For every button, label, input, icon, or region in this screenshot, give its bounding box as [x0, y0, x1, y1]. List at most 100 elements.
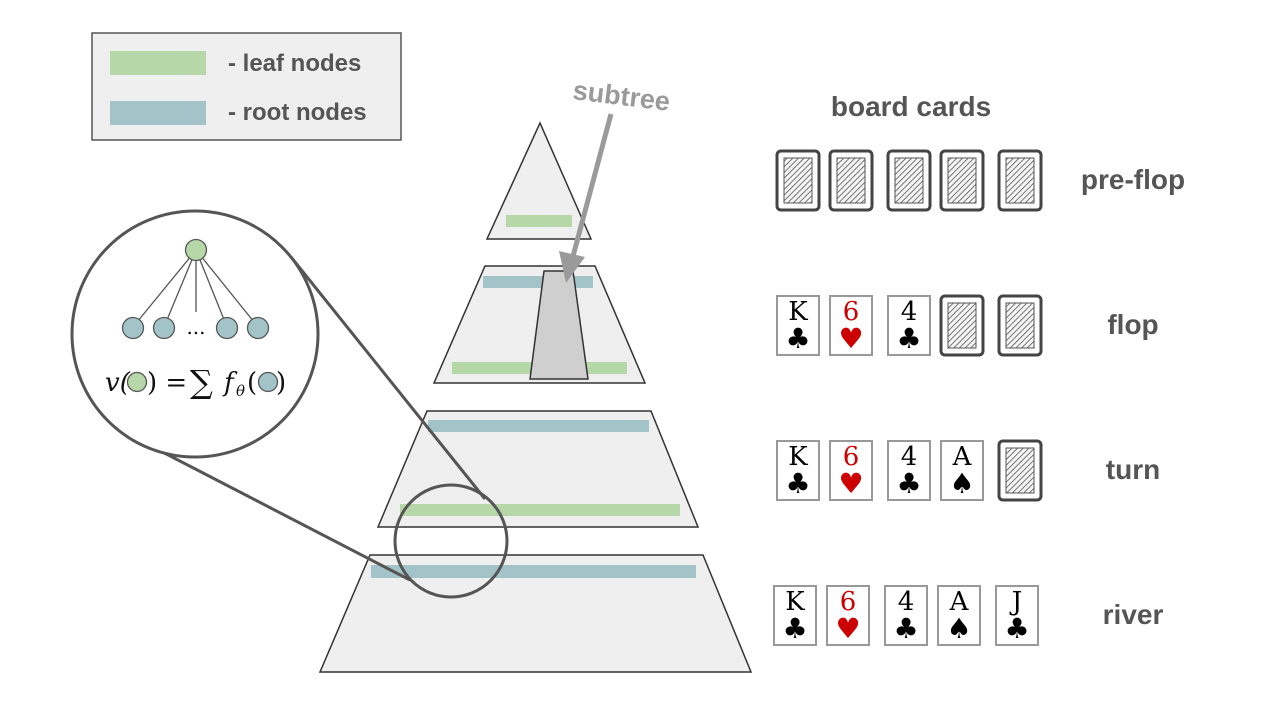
- formula-leaf-symbol: [126, 371, 148, 393]
- formula-equals: ) =: [147, 368, 187, 398]
- card-rank: 4: [901, 442, 918, 472]
- subtree-annotation: subtree: [559, 75, 672, 283]
- tree-edge: [195, 249, 228, 328]
- card-face-down: [775, 149, 821, 212]
- leaf-nodes-turn: [400, 504, 680, 516]
- card: K♣: [773, 585, 817, 646]
- tree-child-node: [152, 316, 176, 340]
- card: K♣: [776, 295, 820, 356]
- card-face-down: [886, 149, 932, 212]
- card-suit-icon: ♥: [838, 467, 863, 500]
- card-suit-icon: ♣: [1004, 612, 1029, 645]
- card-face: [887, 440, 931, 501]
- card-face: [884, 585, 928, 646]
- card-face: [776, 295, 820, 356]
- card: 6♥: [829, 295, 873, 356]
- stage-row-pre-flop: pre-flop: [775, 149, 1185, 212]
- zoom-connector-bottom: [144, 441, 411, 582]
- card-suit-icon: ♥: [835, 612, 860, 645]
- card-back-pattern: [894, 157, 924, 204]
- card-back-pattern: [947, 302, 977, 349]
- card-face: [937, 585, 981, 646]
- card: 6♥: [826, 585, 870, 646]
- card-back-pattern: [836, 157, 866, 204]
- subtree-shape: [529, 270, 589, 380]
- card-suit-icon: ♣: [785, 467, 810, 500]
- formula-lhs: v(: [105, 368, 131, 398]
- board-cards-title: board cards: [831, 91, 991, 122]
- root-nodes-flop: [483, 276, 593, 288]
- card: 4♣: [887, 440, 931, 501]
- stage-label-turn: turn: [1106, 454, 1160, 485]
- card-rank: 6: [843, 442, 860, 472]
- tier-turn: [376, 410, 700, 528]
- legend-root-label: - root nodes: [228, 99, 367, 126]
- card-suit-icon: ♣: [785, 322, 810, 355]
- card-face: [829, 295, 873, 356]
- stage-row-turn: K♣6♥4♣A♠turn: [776, 439, 1160, 502]
- stage-row-river: K♣6♥4♣A♠J♣river: [773, 585, 1163, 646]
- subtree-arrow-shaft: [569, 113, 614, 261]
- card-rank: K: [788, 297, 808, 327]
- card-rank: K: [785, 587, 805, 617]
- root-nodes-river: [371, 565, 696, 578]
- board-stages: pre-flopK♣6♥4♣flopK♣6♥4♣A♠turnK♣6♥4♣A♠J♣…: [773, 149, 1185, 646]
- card-rank: 6: [840, 587, 857, 617]
- card-face-down: [939, 149, 985, 212]
- card-suit-icon: ♣: [782, 612, 807, 645]
- card-rank: K: [788, 442, 808, 472]
- formula-root-symbol: [257, 371, 279, 393]
- tree-edge: [132, 249, 197, 328]
- zoom-connector-top: [289, 256, 487, 500]
- subtree-arrow-head: [559, 251, 585, 283]
- card: 6♥: [829, 440, 873, 501]
- leaf-nodes-preflop: [506, 215, 572, 227]
- tree-edge: [163, 249, 197, 328]
- card-face: [773, 585, 817, 646]
- card-suit-icon: ♣: [893, 612, 918, 645]
- card-face-down: [997, 439, 1043, 502]
- zoom-callout: ... v( ) = ∑ f θ ( ): [70, 209, 509, 599]
- mini-tree: ...: [121, 238, 270, 340]
- legend: - leaf nodes - root nodes: [91, 32, 402, 141]
- card-suit-icon: ♣: [896, 467, 921, 500]
- card: J♣: [995, 585, 1039, 646]
- tree-parent-node: [184, 238, 208, 262]
- card: K♣: [776, 440, 820, 501]
- card-face: [826, 585, 870, 646]
- card-rank: J: [1009, 587, 1022, 617]
- tree-ellipsis: ...: [186, 315, 205, 339]
- card-back-pattern: [947, 157, 977, 204]
- formula-sum-symbol: ∑: [190, 363, 213, 401]
- card-back-pattern: [1005, 447, 1035, 494]
- card-back-pattern: [1005, 157, 1035, 204]
- zoom-focus-circle: [393, 483, 509, 599]
- formula-close-paren: ): [276, 368, 286, 398]
- legend-leaf-label: - leaf nodes: [228, 50, 361, 77]
- card: A♠: [937, 585, 981, 646]
- card-rank: 6: [843, 297, 860, 327]
- card: A♠: [940, 440, 984, 501]
- stage-row-flop: K♣6♥4♣flop: [776, 294, 1159, 357]
- stage-label-flop: flop: [1107, 309, 1158, 340]
- formula-theta: θ: [236, 382, 245, 400]
- tier-river: [318, 554, 753, 673]
- root-nodes-turn: [428, 420, 649, 432]
- card-face: [887, 295, 931, 356]
- subtree-label: subtree: [571, 75, 671, 117]
- card: 4♣: [884, 585, 928, 646]
- card-face-down: [828, 149, 874, 212]
- card-face-down: [997, 149, 1043, 212]
- card-face: [940, 440, 984, 501]
- legend-root-swatch: [110, 101, 206, 125]
- card-rank: A: [952, 442, 973, 472]
- card-back-pattern: [1005, 302, 1035, 349]
- card-suit-icon: ♥: [838, 322, 863, 355]
- card-face-down: [939, 294, 985, 357]
- card-rank: 4: [901, 297, 918, 327]
- value-formula: v( ) = ∑ f θ ( ): [105, 363, 286, 401]
- card-face: [829, 440, 873, 501]
- tree-child-node: [246, 316, 270, 340]
- zoom-detail-circle: [70, 209, 320, 459]
